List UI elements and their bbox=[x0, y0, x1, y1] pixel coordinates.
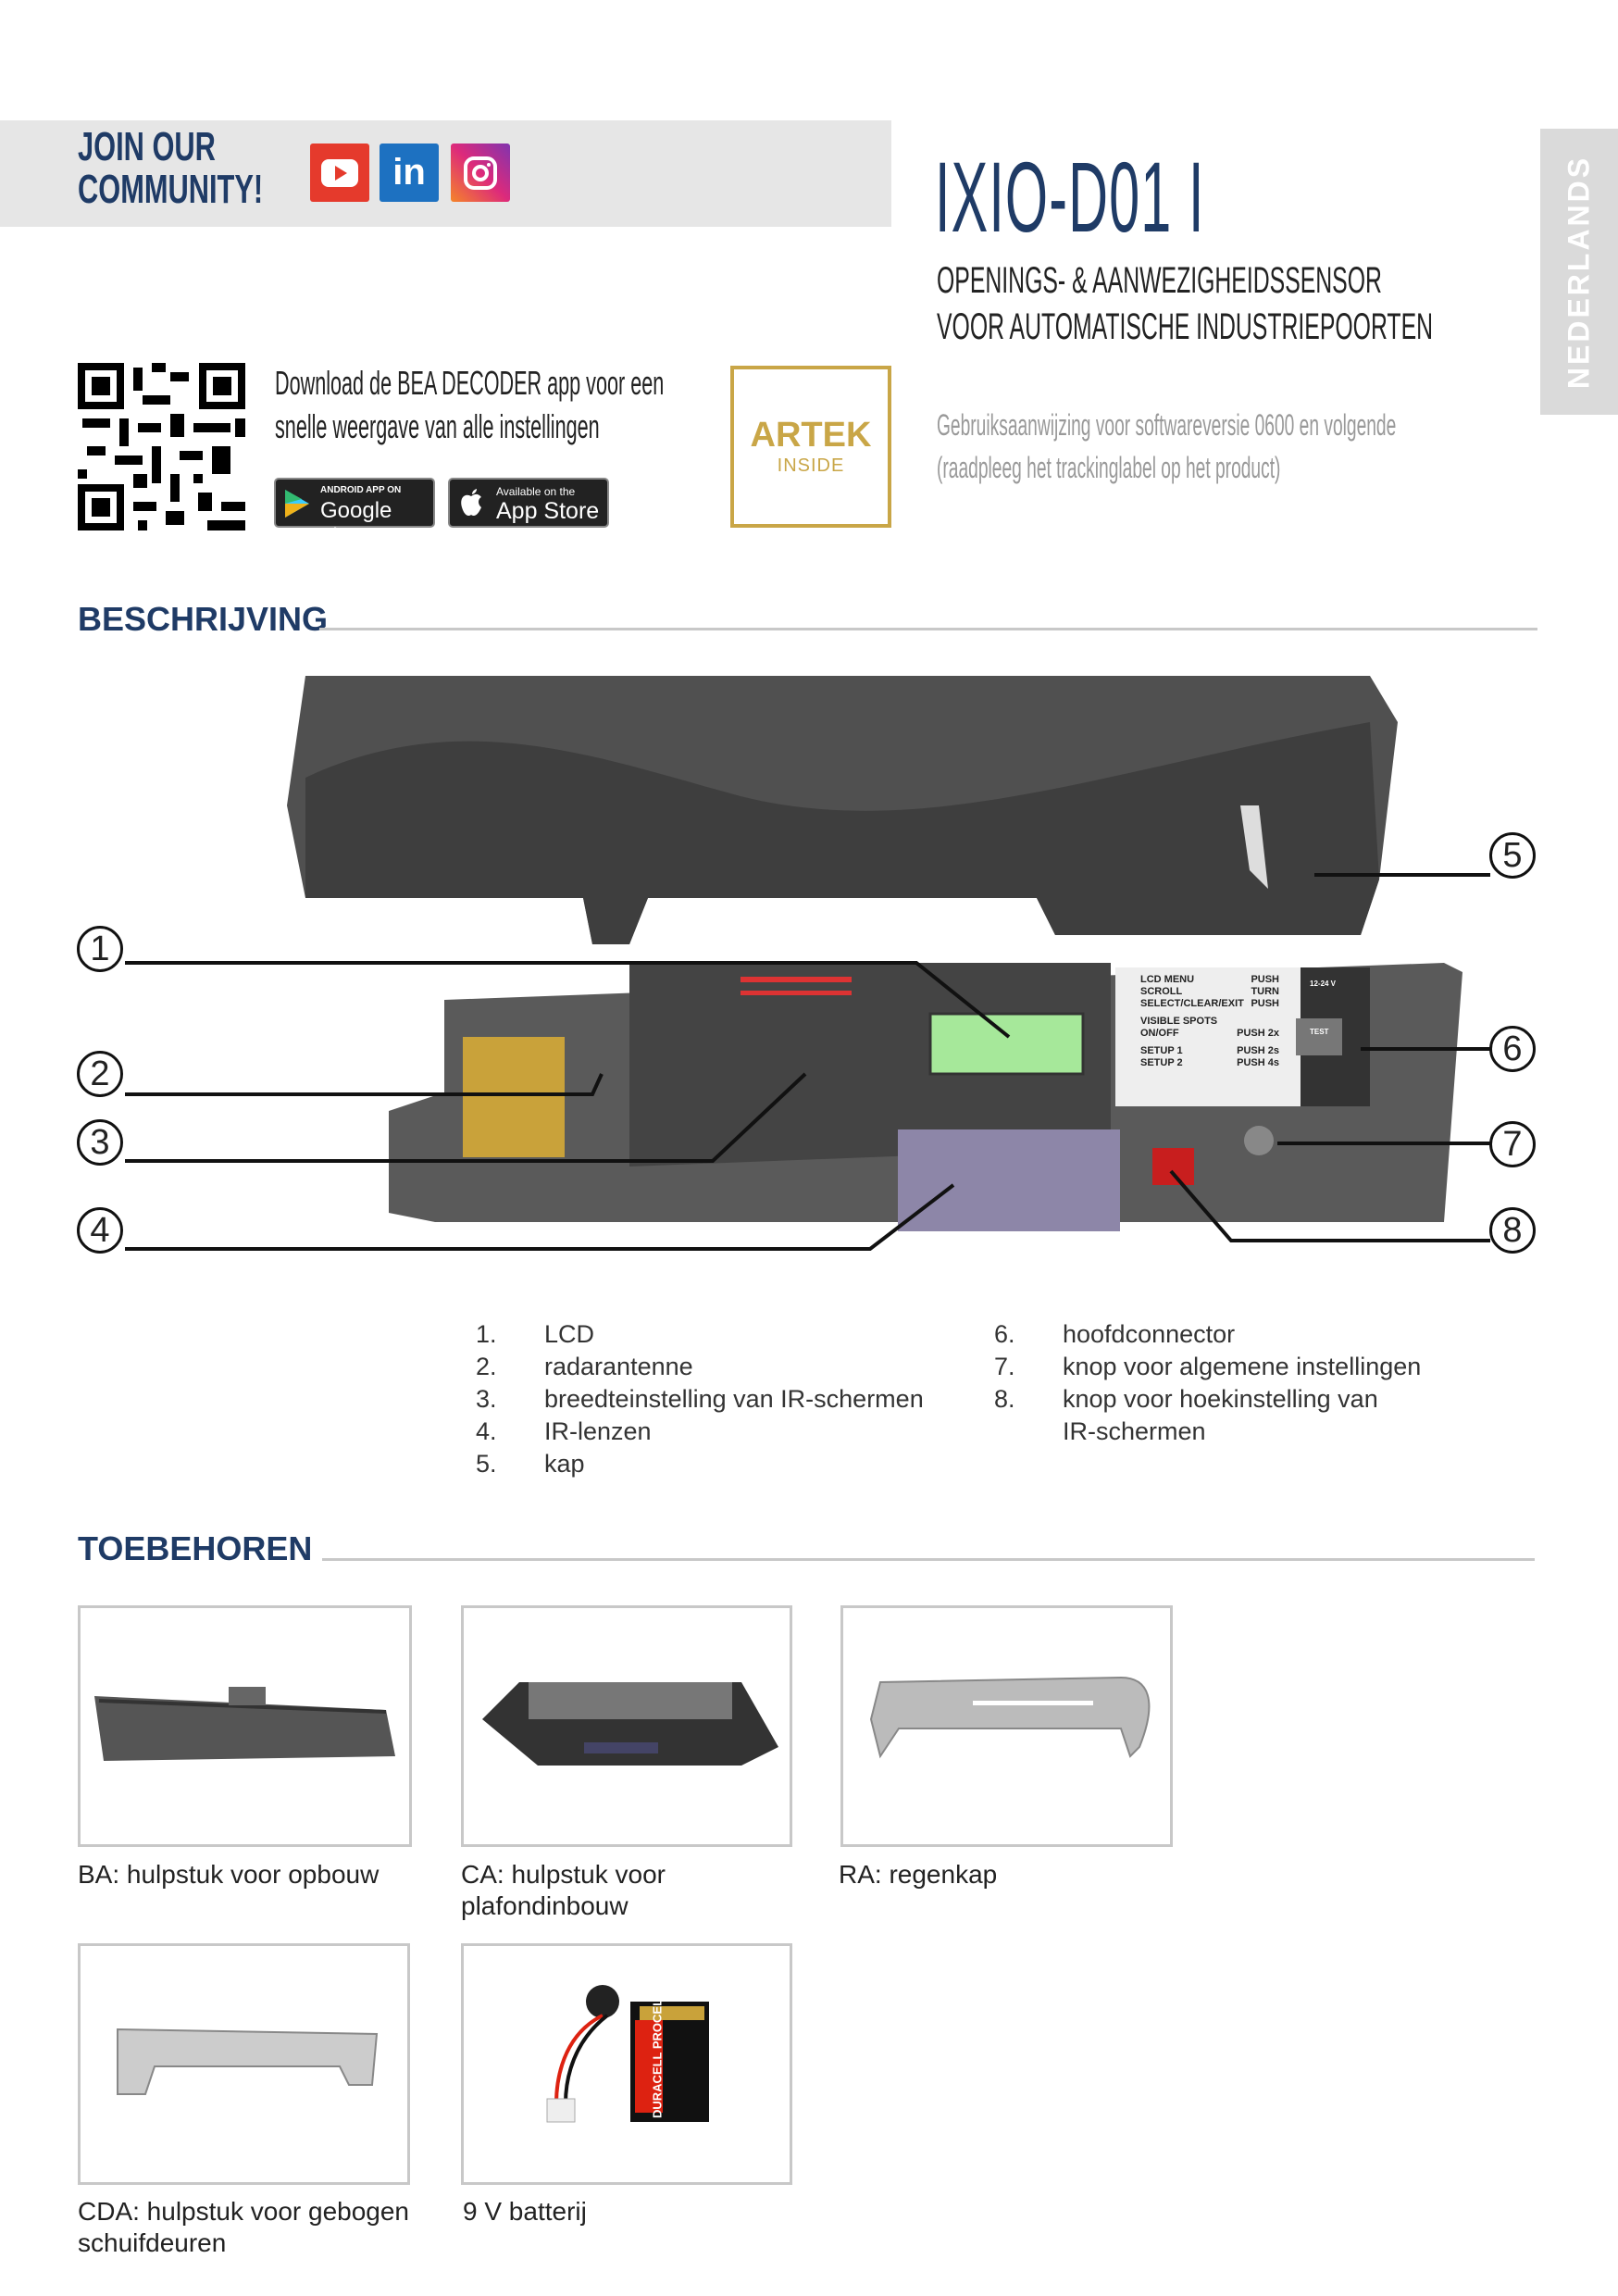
version-note: Gebruiksaanwijzing voor softwareversie 0… bbox=[937, 408, 1397, 484]
device-illustration bbox=[125, 676, 1490, 1251]
settings-knob bbox=[1244, 1126, 1274, 1155]
artek-inside-logo: ARTEK INSIDE bbox=[730, 366, 891, 528]
callout-8: 8 bbox=[1489, 1207, 1536, 1254]
list-item: 2.radarantenne bbox=[476, 1353, 693, 1380]
qr-code[interactable] bbox=[78, 363, 245, 530]
accessory-battery-image bbox=[461, 1943, 792, 2185]
linkedin-icon[interactable]: in bbox=[380, 144, 439, 202]
accessory-ba-caption: BA: hulpstuk voor opbouw bbox=[78, 1860, 380, 1889]
youtube-icon[interactable] bbox=[310, 144, 369, 202]
description-heading: BESCHRIJVING bbox=[78, 600, 329, 638]
google-play-icon bbox=[285, 490, 309, 518]
product-title: IXIO-D01 I bbox=[935, 141, 1205, 253]
list-item: IR-schermen bbox=[1063, 1417, 1206, 1445]
instagram-icon[interactable] bbox=[451, 144, 510, 202]
heading-divider bbox=[319, 628, 1537, 630]
accessory-ca-image bbox=[461, 1605, 792, 1847]
list-item: 6.hoofdconnector bbox=[994, 1320, 1236, 1348]
list-item: 3.breedteinstelling van IR-schermen bbox=[476, 1385, 924, 1413]
callout-7: 7 bbox=[1489, 1121, 1536, 1167]
angle-button bbox=[1152, 1148, 1194, 1185]
accessory-cda-image bbox=[78, 1943, 410, 2185]
voltage-label: 12-24 V bbox=[1310, 980, 1337, 988]
accessory-ba-image bbox=[78, 1605, 412, 1847]
callout-6: 6 bbox=[1489, 1026, 1536, 1072]
community-banner bbox=[0, 120, 891, 227]
list-item: 1.LCD bbox=[476, 1320, 595, 1348]
parts-list-right: 6.hoofdconnector 7.knop voor algemene in… bbox=[994, 1318, 1421, 1448]
accessory-ra-caption: RA: regenkap bbox=[839, 1860, 998, 1889]
accessory-battery-caption: 9 V batterij bbox=[463, 2197, 587, 2226]
callout-1: 1 bbox=[77, 926, 123, 972]
ir-lens bbox=[898, 1129, 1120, 1231]
lcd-screen bbox=[928, 1012, 1085, 1076]
language-tab: NEDERLANDS bbox=[1540, 129, 1618, 415]
main-connector bbox=[1296, 1018, 1342, 1055]
accessories-heading: TOEBEHOREN bbox=[78, 1529, 313, 1567]
callout-4: 4 bbox=[77, 1207, 123, 1254]
heading-divider bbox=[322, 1558, 1535, 1561]
list-item: 8.knop voor hoekinstelling van bbox=[994, 1385, 1378, 1413]
callout-3: 3 bbox=[77, 1119, 123, 1166]
list-item: 4.IR-lenzen bbox=[476, 1417, 652, 1445]
battery-brand-label: DURACELL PROCELL bbox=[650, 1991, 665, 2118]
radar-antenna bbox=[463, 1037, 565, 1157]
callout-5: 5 bbox=[1489, 832, 1536, 879]
apple-icon bbox=[461, 489, 481, 517]
test-label: TEST bbox=[1310, 1028, 1329, 1036]
app-store-badge[interactable]: Available on the App Store bbox=[448, 478, 609, 528]
callout-2: 2 bbox=[77, 1051, 123, 1097]
accessory-ra-image bbox=[840, 1605, 1173, 1847]
google-play-badge[interactable]: ANDROID APP ON Google play bbox=[274, 478, 435, 549]
list-item: 7.knop voor algemene instellingen bbox=[994, 1353, 1422, 1380]
parts-list-left: 1.LCD 2.radarantenne 3.breedteinstelling… bbox=[476, 1318, 924, 1480]
list-item: 5.kap bbox=[476, 1450, 585, 1478]
